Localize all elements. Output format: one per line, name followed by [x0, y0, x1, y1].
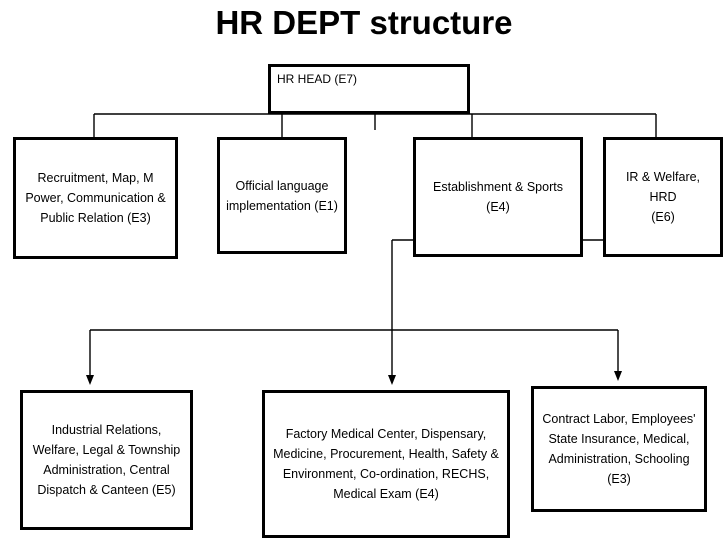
node-contract-labor: Contract Labor, Employees' State Insuran…: [531, 386, 707, 512]
node-ir-welfare: IR & Welfare, HRD (E6): [603, 137, 723, 257]
node-factory-medical-label: Factory Medical Center, Dispensary, Medi…: [273, 427, 499, 501]
node-hr-head: HR HEAD (E7): [268, 64, 470, 114]
node-establishment-label: Establishment & Sports (E4): [433, 180, 563, 214]
diagram-title: HR DEPT structure: [215, 4, 513, 41]
node-establishment: Establishment & Sports (E4): [413, 137, 583, 257]
node-industrial-relations-label: Industrial Relations, Welfare, Legal & T…: [32, 423, 181, 497]
node-official-language: Official language implementation (E1): [217, 137, 347, 254]
node-hr-head-label: HR HEAD (E7): [277, 72, 358, 86]
node-factory-medical: Factory Medical Center, Dispensary, Medi…: [262, 390, 510, 538]
node-recruitment: Recruitment, Map, M Power, Communication…: [13, 137, 178, 259]
node-ir-welfare-label: IR & Welfare, HRD (E6): [625, 170, 701, 224]
node-official-language-label: Official language implementation (E1): [226, 178, 338, 213]
node-recruitment-label: Recruitment, Map, M Power, Communication…: [25, 171, 166, 225]
node-contract-labor-label: Contract Labor, Employees' State Insuran…: [542, 412, 696, 486]
node-industrial-relations: Industrial Relations, Welfare, Legal & T…: [20, 390, 193, 530]
